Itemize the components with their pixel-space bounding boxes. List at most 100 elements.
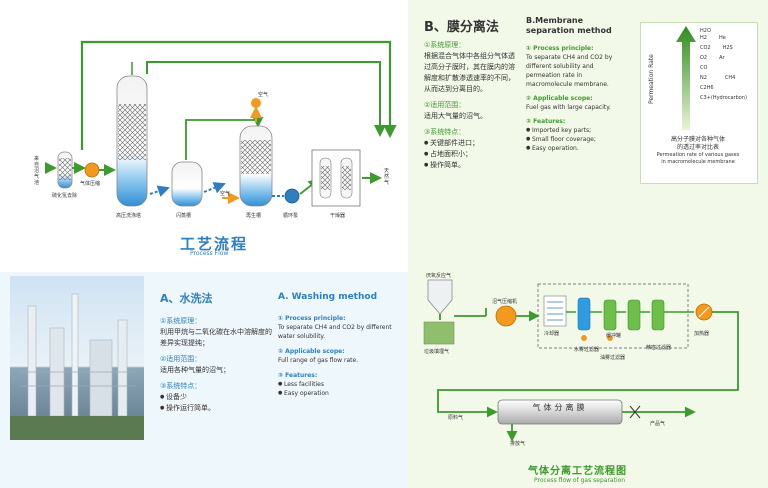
washing-feature-cn-2: 操作运行简单。 [160, 403, 272, 414]
plant-tower-5 [117, 319, 128, 417]
process-flow-panel [0, 0, 408, 272]
heater-mark [698, 306, 710, 318]
biogas-source-icon [427, 279, 453, 315]
membrane-scope-en-head: ② Applicable scope: [526, 95, 593, 102]
gas-item-co: CO [700, 65, 708, 71]
process-flow-diagram [45, 40, 397, 207]
compressor-icon [84, 162, 100, 178]
membrane-feature-en-1: Imported key parts; [526, 126, 630, 135]
gas-flow-subtitle: Process flow of gas separation [534, 477, 626, 484]
permeation-caption-en-2: in macromolecule membrane [661, 159, 735, 165]
air-top-label: 空气 [258, 92, 269, 98]
washing-features-cn-head: ③系统特点： [160, 382, 202, 390]
drain-1-icon [581, 335, 587, 341]
vent-label: 排放气 [510, 441, 526, 447]
membrane-principle-en-head: ① Process principle: [526, 45, 594, 52]
gas-item-o2: O2 [700, 55, 708, 61]
membrane-features-en-head: ③ Features: [526, 118, 566, 125]
gas-compressor-icon [495, 305, 517, 327]
membrane-feature-en-2: Small floor coverage; [526, 135, 630, 144]
scrubber-packing [118, 104, 146, 160]
membrane-feature-cn-3: 操作简单。 [424, 160, 520, 171]
process-flow-subtitle: Process Flow [190, 250, 229, 257]
scrubber-label: 高压洗涤塔 [116, 213, 142, 219]
washing-feature-en-1: Less facilities [278, 380, 396, 389]
washing-principle-en: To separate CH4 and CO2 by different wat… [278, 324, 392, 340]
feed-loop-pipe [437, 311, 739, 418]
fine-filter-label: 精密过滤器 [646, 345, 672, 351]
washing-title-en: A. Washing method [278, 292, 378, 302]
plant-tower-3 [71, 293, 79, 417]
flash-tank [171, 161, 203, 207]
membrane-feature-cn-2: 占地面积小； [424, 149, 520, 160]
water-filter-label: 水雾过滤器 [574, 347, 600, 353]
gas-item-c2h6: C2H6 [700, 85, 714, 91]
membrane-feature-en-3: Easy operation. [526, 144, 630, 153]
permeation-caption-cn-1: 高分子膜对各种气体 [670, 136, 725, 143]
gas-item-co2: CO2 [700, 45, 711, 51]
washing-feature-cn-1: 设备少 [160, 392, 272, 403]
green-flash-line [185, 117, 264, 160]
permeation-box [640, 22, 758, 184]
fine-filter-icon [651, 299, 665, 331]
plant-photo [10, 276, 144, 440]
gas-separation-diagram [423, 279, 739, 442]
membrane-module-label: 气体分离膜 [532, 403, 588, 412]
gas-item-h2s: H2S [722, 45, 733, 51]
permeation-arrow [676, 26, 696, 130]
cooler-coils [547, 301, 563, 321]
source-pipe [439, 314, 486, 320]
drain-2-icon [607, 335, 613, 341]
outlet-label: 天然气 [384, 168, 390, 186]
washing-features-en-head: ③ Features: [278, 372, 318, 379]
oil-filter-label: 油雾过滤器 [600, 355, 626, 361]
washing-scope-en: Full range of gas flow rate. [278, 357, 359, 364]
dryer-box [311, 149, 361, 207]
gas-item-c3: C3+(Hydrocarbon) [700, 95, 747, 101]
scrubber-water-arrow [149, 185, 170, 197]
gas-item-ar: Ar [719, 55, 725, 61]
regen-blower-icon [251, 98, 261, 108]
pump-label: 循环泵 [283, 213, 299, 219]
plant-pipe-rack [20, 371, 136, 387]
membrane-features-cn-head: ③系统特点： [424, 128, 466, 136]
pretreatment-box [537, 283, 689, 349]
membrane-scope-en: Fuel gas with large capacity. [526, 104, 611, 111]
heater-label: 加热器 [694, 331, 710, 337]
gas-compressor-label: 沼气压缩机 [492, 299, 518, 305]
green-recycle-line [80, 40, 397, 150]
washing-principle-cn: 利用甲烷与二氧化碳在水中溶解度的差异实现提纯； [160, 328, 272, 347]
circulating-pump-icon [284, 188, 300, 204]
dryer-packing-1 [321, 166, 330, 190]
gas-item-h2: H2 [700, 35, 707, 41]
regen-packing [241, 140, 271, 174]
gas-item-he: He [718, 35, 726, 41]
cooler-icon [543, 295, 567, 327]
membrane-title-cn: B、膜分离法 [424, 20, 499, 35]
membrane-title-en: B.Membrane separation method [526, 16, 612, 35]
gas-item-ch4: CH4 [724, 75, 736, 81]
plant-ground [10, 416, 144, 440]
cooler-label: 冷却器 [544, 331, 560, 337]
washing-scope-en-head: ② Applicable scope: [278, 348, 345, 355]
gas-flow-title: 气体分离工艺流程图 [528, 466, 627, 477]
membrane-principle-en: To separate CH4 and CO2 by different sol… [526, 54, 613, 88]
process-flow-title: 工艺流程 [180, 235, 249, 253]
regen-label: 再生槽 [246, 213, 262, 219]
washing-scope-cn-head: ②适用范围： [160, 355, 202, 363]
air-side-label: 空气 [220, 191, 231, 197]
permeation-graphic [676, 26, 696, 130]
landfill-icon [423, 321, 455, 345]
green-product-line [146, 61, 386, 137]
flash-label: 闪蒸槽 [176, 213, 192, 219]
washing-title-cn: A、水洗法 [160, 292, 213, 305]
permeation-axis-label: Permeation Rate [648, 54, 655, 104]
dryer-packing-2 [342, 166, 351, 190]
dryer-label: 干燥器 [330, 213, 346, 219]
water-filter-icon [603, 299, 617, 331]
plant-illustration [10, 293, 144, 440]
oil-filter-icon [627, 299, 641, 331]
gas-item-n2: N2 [700, 75, 707, 81]
permeation-caption-cn-2: 的透过率对比表 [676, 144, 719, 151]
product-label: 产品气 [650, 421, 666, 427]
